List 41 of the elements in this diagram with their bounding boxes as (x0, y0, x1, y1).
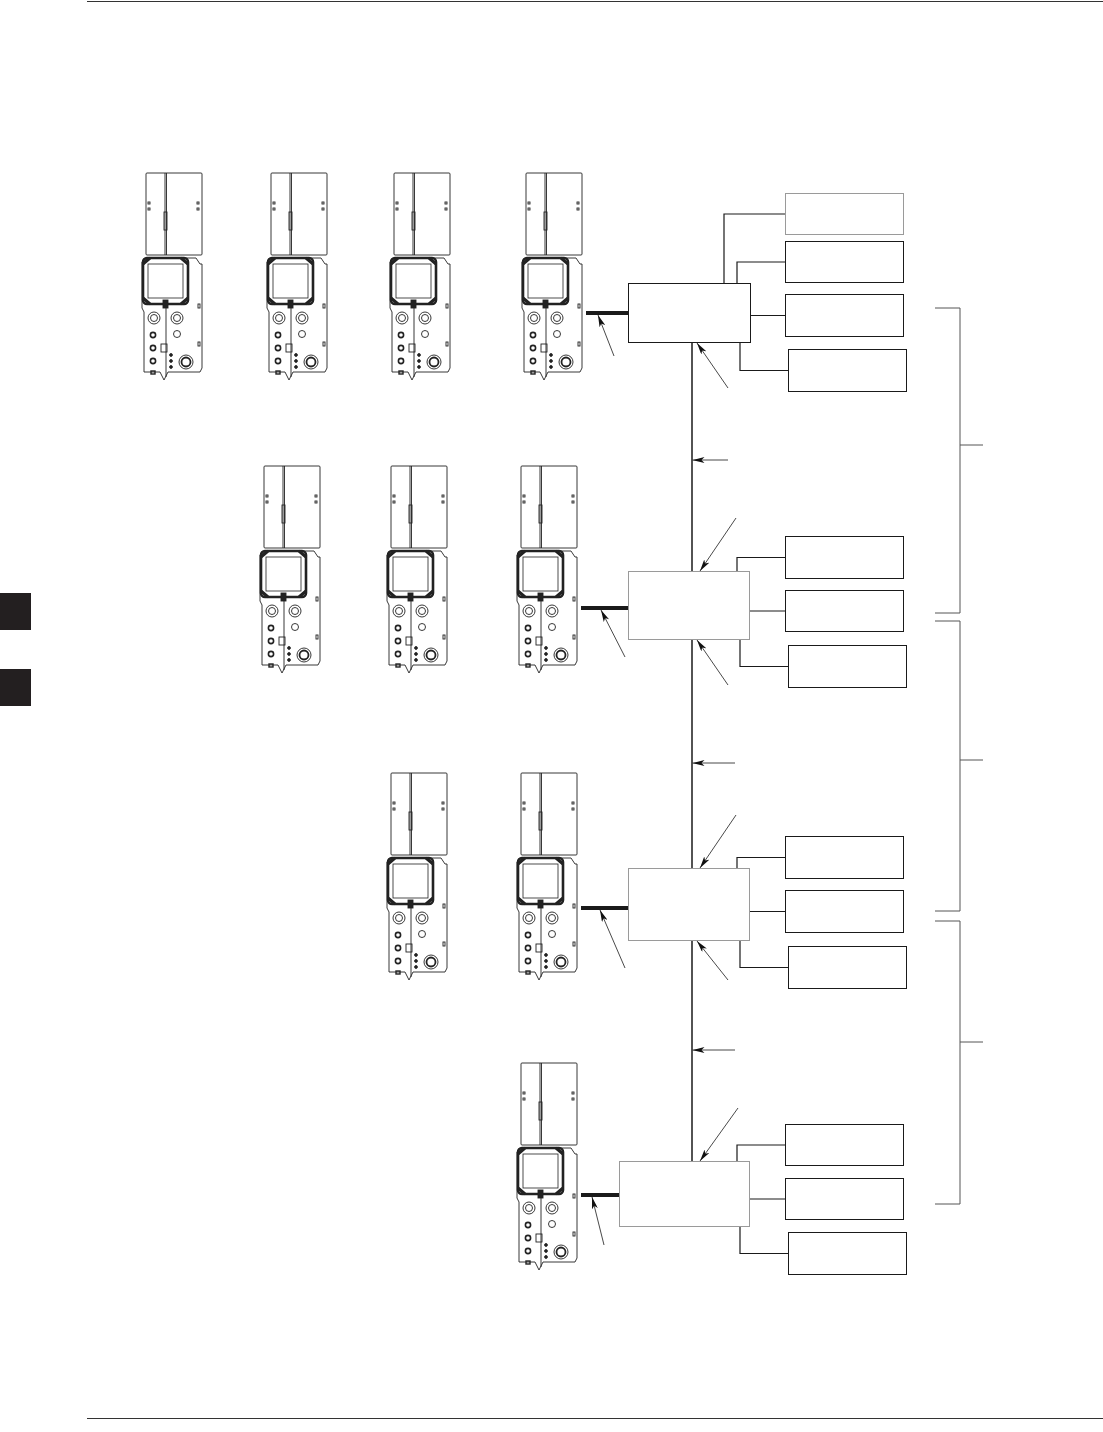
cable (581, 1193, 619, 1197)
device-drawing (515, 1062, 581, 1272)
empty-box (785, 1124, 904, 1166)
connector-line (736, 1144, 786, 1162)
empty-box (785, 1178, 904, 1220)
connector-line (750, 314, 786, 317)
device-drawing (520, 172, 586, 382)
empty-box (788, 349, 907, 392)
connector-line (739, 639, 789, 668)
device-drawing (515, 772, 581, 982)
empty-box (788, 946, 907, 989)
trunk-line (691, 343, 693, 571)
empty-box (628, 868, 750, 941)
cable (581, 606, 628, 610)
device-drawing (515, 465, 581, 675)
empty-box (788, 645, 907, 688)
empty-box (619, 1161, 750, 1227)
trunk-line (691, 640, 693, 868)
cable (586, 311, 628, 315)
empty-box (785, 890, 904, 933)
connector-line (736, 261, 786, 284)
connector-line (736, 556, 786, 572)
empty-box (785, 294, 904, 337)
empty-box (785, 536, 904, 579)
connector-line (736, 856, 786, 869)
empty-box (785, 590, 904, 632)
connector-line (723, 213, 786, 284)
empty-box (628, 571, 750, 640)
trunk-line (691, 941, 693, 1161)
connector-line (749, 610, 786, 612)
connector-line (739, 940, 789, 969)
cable (581, 906, 628, 910)
connector-line (749, 910, 786, 913)
empty-box (788, 1232, 907, 1275)
empty-box (628, 283, 751, 343)
connector-line (739, 342, 789, 372)
empty-box (785, 241, 904, 283)
empty-box (785, 836, 904, 879)
connector-line (739, 1226, 789, 1255)
connector-line (749, 1198, 786, 1200)
empty-box (785, 193, 904, 235)
